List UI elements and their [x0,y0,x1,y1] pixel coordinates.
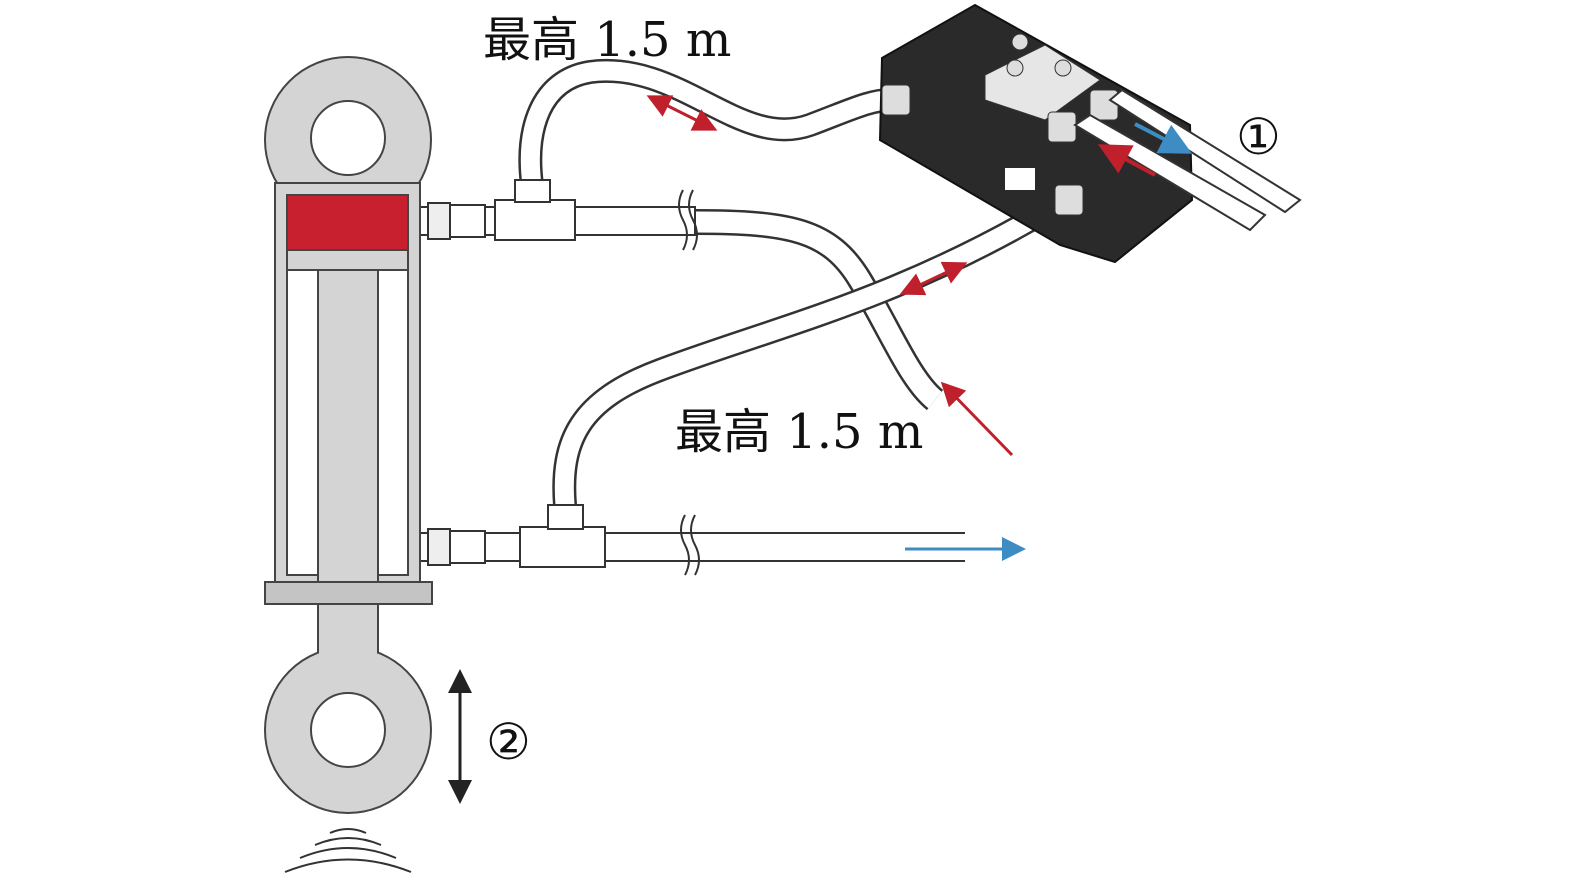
vibration-icon [284,828,412,873]
hose-return-crossing [694,209,944,411]
flow-arrow-top-hose [646,95,718,131]
marker-2: ② [486,713,531,771]
inflow-arrow [940,381,1014,457]
piston [286,194,409,251]
tee-fitting-top [494,199,576,241]
pipe-break-mark [680,514,700,576]
flow-arrow-bottom-hose [899,261,968,296]
top-pipe [419,179,698,251]
pipe-break-mark [678,189,698,251]
max-height-label-middle: 最高 1.5 m [675,404,924,460]
max-height-label-top: 最高 1.5 m [483,12,732,68]
tee-fitting-bottom [519,526,606,568]
piston-rod [317,269,379,671]
hydraulic-cylinder [264,56,433,814]
bottom-pipe [420,504,965,576]
supply-in-arrow [1097,144,1156,177]
hose-top-to-valve [518,58,891,187]
valve-block [878,3,1194,264]
supply-lines [1073,88,1302,232]
supply-out-arrow [1134,122,1193,154]
marker-1: ① [1236,108,1281,166]
